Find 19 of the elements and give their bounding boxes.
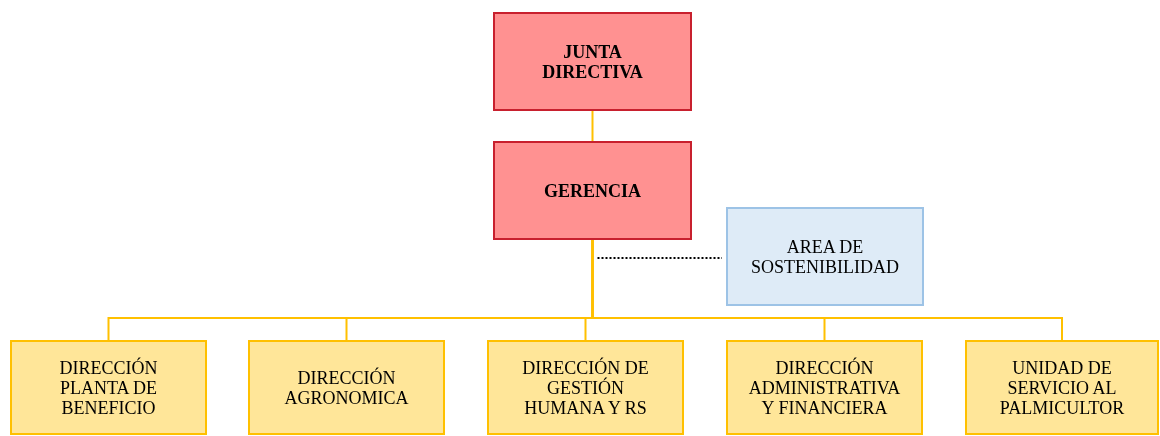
connector-line	[591, 239, 1063, 341]
box-label: GERENCIA	[544, 180, 641, 201]
box-label: DIRECCIÓN AGRONOMICA	[283, 367, 410, 408]
connector-line	[591, 110, 594, 142]
box-label: JUNTA DIRECTIVA	[542, 41, 643, 82]
department-box	[726, 340, 923, 435]
box-label: DIRECCIÓN PLANTA DE BENEFICIO	[58, 357, 159, 418]
box-label: AREA DE SOSTENIBILIDAD	[751, 236, 899, 277]
department-box	[487, 340, 684, 435]
org-box	[493, 141, 692, 240]
dotted-connector	[596, 257, 723, 259]
box-label: UNIDAD DE SERVICIO AL PALMICULTOR	[998, 357, 1126, 418]
box-label: DIRECCIÓN ADMINISTRATIVA Y FINANCIERA	[747, 357, 902, 418]
staff-box	[726, 207, 924, 306]
box-label: DIRECCIÓN DE GESTIÓN HUMANA Y RS	[521, 357, 650, 418]
org-box	[493, 12, 692, 111]
department-box	[248, 340, 445, 435]
department-box	[965, 340, 1159, 435]
department-box	[10, 340, 207, 435]
